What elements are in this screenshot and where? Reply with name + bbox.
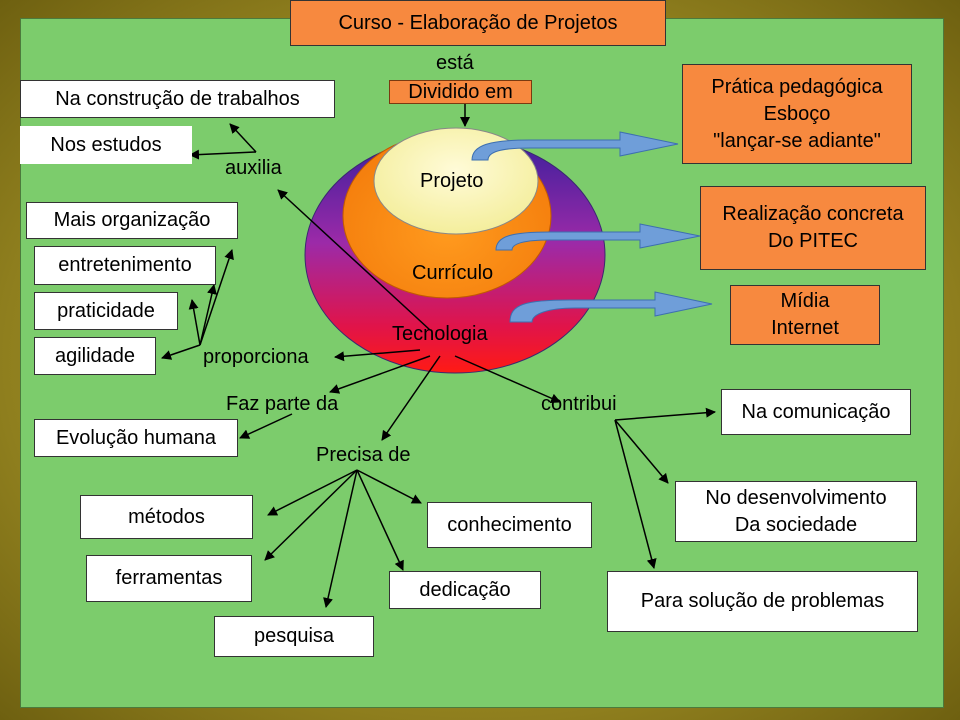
line-tecnologia-contribui bbox=[454, 355, 561, 403]
line-precisa-pesquisa bbox=[323, 469, 358, 608]
faz-parte-label: Faz parte da bbox=[226, 393, 339, 415]
auxilia-item-estudos: Nos estudos bbox=[20, 126, 192, 164]
line-tecnologia-proporciona bbox=[334, 349, 421, 362]
proporciona-item-praticidade: praticidade bbox=[34, 292, 178, 330]
proporciona-label: proporciona bbox=[203, 346, 309, 368]
line-contribui-solucao bbox=[614, 419, 657, 569]
line-precisa-metodos bbox=[267, 469, 358, 516]
auxilia-item-trabalhos: Na construção de trabalhos bbox=[20, 80, 335, 118]
line-faz-parte-evolucao bbox=[239, 413, 293, 439]
arrow-projeto-right bbox=[471, 131, 679, 161]
dividido-em-box: Dividido em bbox=[389, 80, 532, 104]
precisa-label: Precisa de bbox=[316, 444, 411, 466]
contribui-item-comunicacao: Na comunicação bbox=[721, 389, 911, 435]
line-contribui-comunicacao bbox=[614, 407, 716, 421]
precisa-item-ferramentas: ferramentas bbox=[86, 555, 252, 602]
connector-esta: está bbox=[436, 52, 474, 74]
line-auxilia-estudos bbox=[189, 149, 257, 160]
line-contribui-desenvolvimento bbox=[614, 419, 669, 484]
line-precisa-ferramentas bbox=[264, 469, 358, 561]
precisa-item-pesquisa: pesquisa bbox=[214, 616, 374, 657]
line-prop-organizacao bbox=[199, 249, 234, 346]
contribui-item-solucao: Para solução de problemas bbox=[607, 571, 918, 632]
tecnologia-description-box: Mídia Internet bbox=[730, 285, 880, 345]
proporciona-item-organizacao: Mais organização bbox=[26, 202, 238, 239]
projeto-layer bbox=[373, 127, 539, 235]
line-auxilia-trabalhos bbox=[229, 123, 257, 153]
line-prop-praticidade bbox=[188, 299, 201, 346]
proporciona-item-entretenimento: entretenimento bbox=[34, 246, 216, 285]
tecnologia-label: Tecnologia bbox=[392, 323, 488, 345]
line-tecnologia-auxilia bbox=[277, 189, 431, 331]
precisa-item-metodos: métodos bbox=[80, 495, 253, 539]
auxilia-label: auxilia bbox=[225, 157, 282, 179]
projeto-label: Projeto bbox=[420, 170, 484, 192]
line-precisa-conhecimento bbox=[356, 469, 422, 504]
line-precisa-dedicacao bbox=[356, 469, 404, 571]
proporciona-item-agilidade: agilidade bbox=[34, 337, 156, 375]
evolucao-humana-box: Evolução humana bbox=[34, 419, 238, 457]
contribui-label: contribui bbox=[541, 393, 617, 415]
curriculo-description-box: Realização concreta Do PITEC bbox=[700, 186, 926, 270]
line-tecnologia-faz-parte bbox=[329, 355, 431, 394]
arrow-tecnologia-right bbox=[509, 291, 713, 323]
precisa-item-conhecimento: conhecimento bbox=[427, 502, 592, 548]
page-title: Curso - Elaboração de Projetos bbox=[290, 0, 666, 46]
line-tecnologia-precisa bbox=[381, 355, 441, 441]
line-prop-entretenimento bbox=[199, 284, 217, 346]
line-prop-agilidade bbox=[161, 344, 201, 360]
curriculo-label: Currículo bbox=[412, 262, 494, 284]
contribui-item-desenvolvimento: No desenvolvimento Da sociedade bbox=[675, 481, 917, 542]
projeto-description-box: Prática pedagógica Esboço "lançar-se adi… bbox=[682, 64, 912, 164]
precisa-item-dedicacao: dedicação bbox=[389, 571, 541, 609]
